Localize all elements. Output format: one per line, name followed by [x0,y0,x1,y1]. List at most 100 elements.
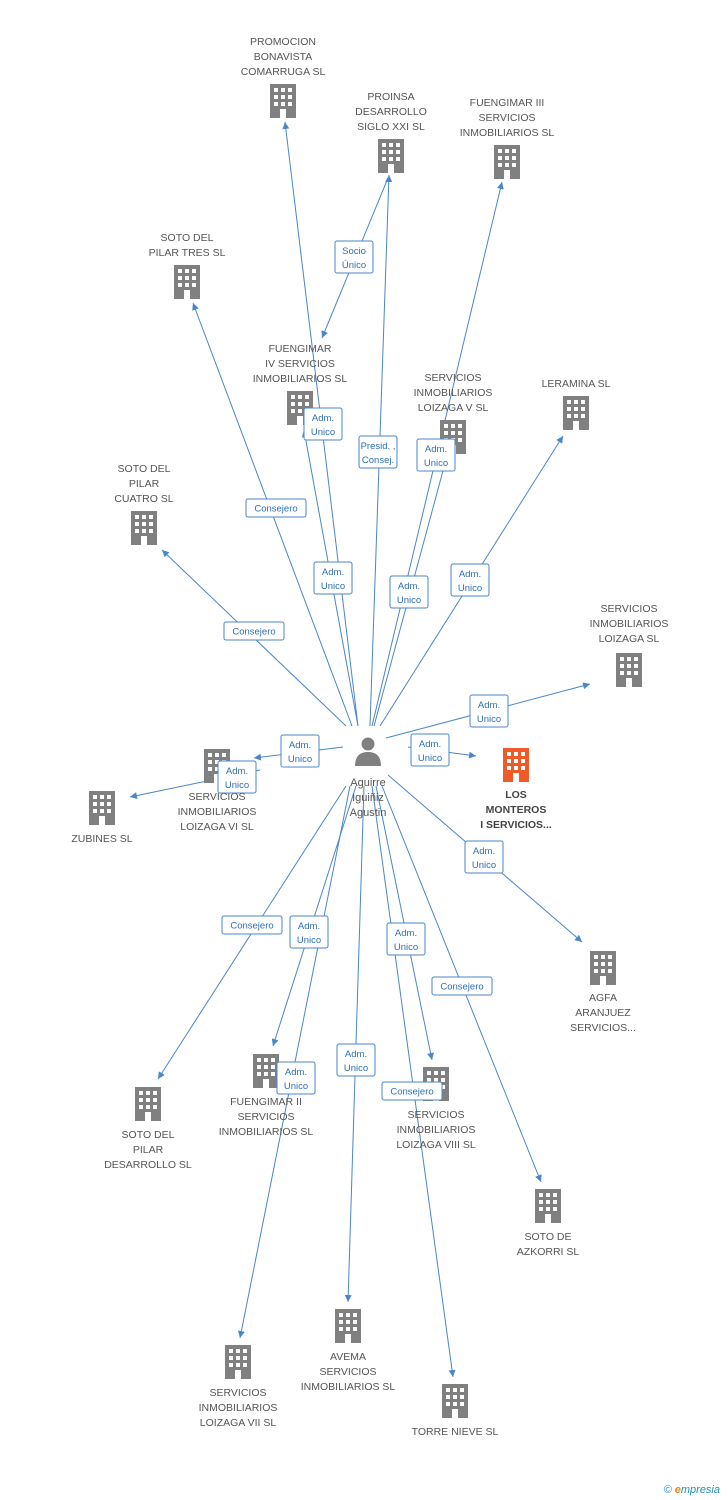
role-label[interactable]: Presid. , Consej. [358,435,398,469]
role-text: Unico [394,942,418,953]
role-text: Adm. [322,567,344,578]
company-node-zubines[interactable]: ZUBINES SL [71,791,133,845]
company-label-line: SERVICIOS [479,112,536,124]
company-label-line: SERVICIOS [425,372,482,384]
role-text: Unico [225,780,249,791]
company-node-soto-tres[interactable]: SOTO DEL PILAR TRES SL [149,232,226,299]
building-icon [335,1309,361,1343]
role-text: Adm. [226,766,248,777]
building-icon [270,84,296,118]
role-box [280,734,320,768]
company-label-line: LOS [505,789,527,801]
role-label[interactable]: Adm.Unico [389,575,429,609]
building-icon [503,748,529,782]
role-label[interactable]: Consejero [245,498,307,518]
role-label[interactable]: Adm.Unico [280,734,320,768]
company-node-torre-nieve[interactable]: TORRE NIEVE SL [412,1384,499,1438]
role-text: Unico [344,1063,368,1074]
role-label[interactable]: Adm.Unico [469,694,509,728]
role-label[interactable]: Adm. Unico [386,922,426,956]
role-text: Consejero [254,504,297,515]
role-text: Adm. [312,413,334,424]
role-label[interactable]: Adm. Unico [336,1043,376,1077]
role-text: Consej. [362,455,394,466]
role-box [410,733,450,767]
role-label[interactable]: Adm. Unico [217,760,257,794]
person-name-line: Iguiñiz [352,792,384,804]
role-text: Consejero [230,921,273,932]
company-label-line: FUENGIMAR II [230,1096,302,1108]
role-text: Unico [321,581,345,592]
company-label-line: INMOBILIARIOS SL [219,1126,314,1138]
role-text: Presid. , [361,441,396,452]
company-node-agfa[interactable]: AGFAARANJUEZSERVICIOS... [570,951,636,1034]
company-label-line: INMOBILIARIOS [414,387,493,399]
company-label-line: ARANJUEZ [575,1007,631,1019]
role-label[interactable]: Adm.Unico [416,438,456,472]
company-node-loizaga[interactable]: SERVICIOS INMOBILIARIOS LOIZAGA SL [590,603,669,687]
role-text: Socio [342,246,366,257]
role-text: Adm. [345,1049,367,1060]
role-box [416,438,456,472]
company-label-line: SOTO DEL [118,463,171,475]
company-label-line: PILAR TRES SL [149,247,226,259]
role-box [431,976,493,996]
role-label[interactable]: Consejero [381,1081,443,1101]
building-icon [225,1345,251,1379]
company-label-line: TORRE NIEVE SL [412,1426,499,1438]
company-label-line: AZKORRI SL [517,1246,580,1258]
company-label-line: INMOBILIARIOS [590,618,669,630]
building-icon [494,145,520,179]
company-label-line: SOTO DEL [161,232,214,244]
company-label-line: SERVICIOS [210,1387,267,1399]
role-label[interactable]: Adm.Unico [276,1061,316,1095]
role-label[interactable]: Consejero [221,915,283,935]
company-label-line: INMOBILIARIOS [199,1402,278,1414]
company-label-line: DESARROLLO [355,106,427,118]
role-text: Unico [477,714,501,725]
empresia-watermark: © empresia [664,1484,720,1496]
company-label-line: LOIZAGA SL [599,633,660,645]
role-text: Unico [472,860,496,871]
role-box [313,561,353,595]
company-label-line: AGFA [589,992,617,1004]
building-icon [378,139,404,173]
building-icon [563,396,589,430]
role-label[interactable]: Adm. Unico [313,561,353,595]
company-node-leramina[interactable]: LERAMINA SL [542,378,611,430]
role-text: Unico [288,754,312,765]
role-label[interactable]: Adm.Unico [410,733,450,767]
role-label[interactable]: Consejero [431,976,493,996]
company-label-line: SERVICIOS [601,603,658,615]
role-text: Adm. [395,928,417,939]
role-box [223,621,285,641]
role-box [358,435,398,469]
role-label[interactable]: Adm.Unico [289,915,329,949]
company-label-line: BONAVISTA [254,51,313,63]
role-label[interactable]: Adm.Unico [464,840,504,874]
role-label[interactable]: Adm.Unico [303,407,343,441]
company-label-line: SIGLO XXI SL [357,121,425,133]
company-label-line: SERVICIOS [189,791,246,803]
role-text: Adm. [298,921,320,932]
role-label[interactable]: Adm.Unico [450,563,490,597]
role-label[interactable]: Consejero [223,621,285,641]
role-box [303,407,343,441]
